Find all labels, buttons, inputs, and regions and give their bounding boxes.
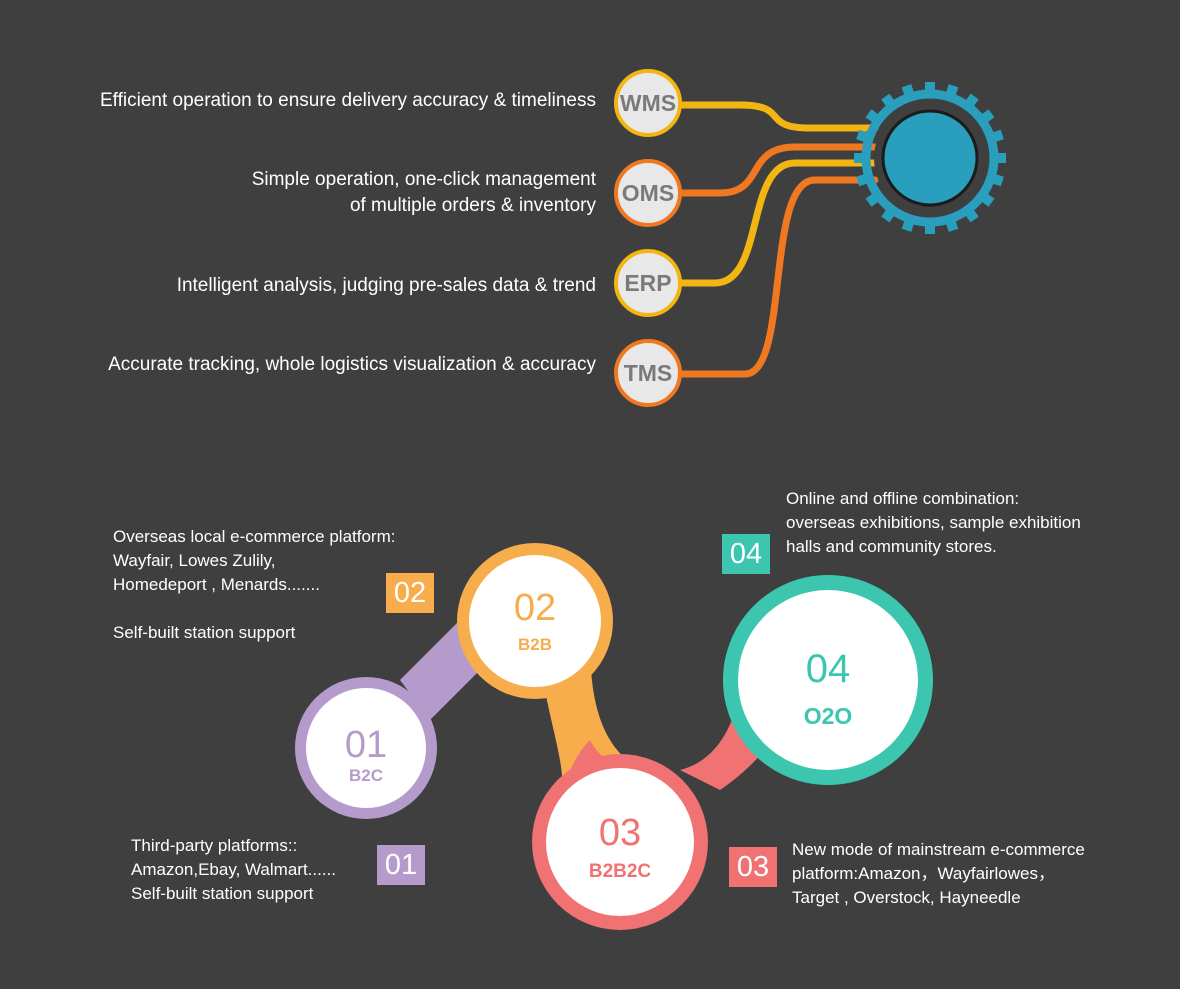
model-bubble-b2b: 02 B2B xyxy=(457,543,613,699)
system-desc-line: Intelligent analysis, judging pre-sales … xyxy=(176,275,596,296)
model-num-02: 02 xyxy=(514,587,556,629)
system-desc-line: Accurate tracking, whole logistics visua… xyxy=(108,354,596,375)
system-desc-erp: Intelligent analysis, judging pre-sales … xyxy=(177,273,596,299)
model-num-04: 04 xyxy=(806,647,851,691)
model-desc-line: overseas exhibitions, sample exhibition xyxy=(786,513,1081,532)
erp-connector xyxy=(676,159,879,287)
system-desc-line: Simple operation, one-click management xyxy=(251,169,596,190)
system-badge-wms: WMS xyxy=(614,69,682,137)
system-code-erp: ERP xyxy=(624,270,671,296)
model-tag-01: 01 xyxy=(377,845,425,885)
model-tag-02: 02 xyxy=(386,573,434,613)
model-desc-line: Target , Overstock, Hayneedle xyxy=(792,888,1021,907)
model-desc-line: Self-built station support xyxy=(113,623,296,642)
system-code-oms: OMS xyxy=(622,180,674,206)
model-desc-line: Amazon,Ebay, Walmart...... xyxy=(131,860,337,879)
model-desc-line xyxy=(113,597,395,621)
model-desc-line: halls and community stores. xyxy=(786,537,997,556)
system-code-tms: TMS xyxy=(624,360,673,386)
wms-connector xyxy=(676,101,879,132)
model-label-b2b: B2B xyxy=(518,635,552,654)
system-desc-wms: Efficient operation to ensure delivery a… xyxy=(100,88,596,114)
system-desc-line: of multiple orders & inventory xyxy=(349,195,596,216)
model-tag-03: 03 xyxy=(729,847,777,887)
system-desc-line: Efficient operation to ensure delivery a… xyxy=(99,90,596,111)
tms-connector xyxy=(676,176,879,378)
oms-connector xyxy=(676,143,879,197)
system-badge-oms: OMS xyxy=(614,159,682,227)
model-desc-b2b: Overseas local e-commerce platform: Wayf… xyxy=(113,525,395,645)
model-desc-line: Online and offline combination: xyxy=(786,489,1020,508)
system-badge-erp: ERP xyxy=(614,249,682,317)
model-desc-line: New mode of mainstream e-commerce xyxy=(792,840,1085,859)
model-desc-o2o: Online and offline combination: overseas… xyxy=(786,487,1081,559)
model-desc-line: Third-party platforms:: xyxy=(131,836,298,855)
model-desc-b2c: Third-party platforms:: Amazon,Ebay, Wal… xyxy=(131,834,336,906)
model-label-b2b2c: B2B2C xyxy=(589,861,652,882)
system-badge-tms: TMS xyxy=(614,339,682,407)
model-num-03: 03 xyxy=(599,812,641,854)
model-num-01: 01 xyxy=(345,724,387,766)
model-bubble-b2c: 01 B2C xyxy=(295,677,437,819)
model-label-o2o: O2O xyxy=(804,703,853,729)
model-desc-b2b2c: New mode of mainstream e-commerce platfo… xyxy=(792,838,1085,910)
model-bubble-o2o: 04 O2O xyxy=(723,575,933,785)
system-desc-oms: Simple operation, one-click management o… xyxy=(252,167,596,219)
model-desc-line: Wayfair, Lowes Zulily, xyxy=(113,551,276,570)
gear-core xyxy=(881,109,979,207)
model-label-b2c: B2C xyxy=(349,766,383,785)
gear-outer-ring xyxy=(861,89,999,227)
model-desc-line: platform:Amazon，Wayfairlowes， xyxy=(792,864,1055,883)
model-desc-line: Self-built station support xyxy=(131,884,314,903)
system-desc-tms: Accurate tracking, whole logistics visua… xyxy=(108,352,596,378)
model-desc-line: Overseas local e-commerce platform: xyxy=(113,527,396,546)
gear-icon xyxy=(854,82,1006,234)
model-tag-04: 04 xyxy=(722,534,770,574)
model-bubble-b2b2c: 03 B2B2C xyxy=(532,754,708,930)
model-desc-line: Homedeport , Menards....... xyxy=(113,575,320,594)
system-code-wms: WMS xyxy=(620,90,676,116)
